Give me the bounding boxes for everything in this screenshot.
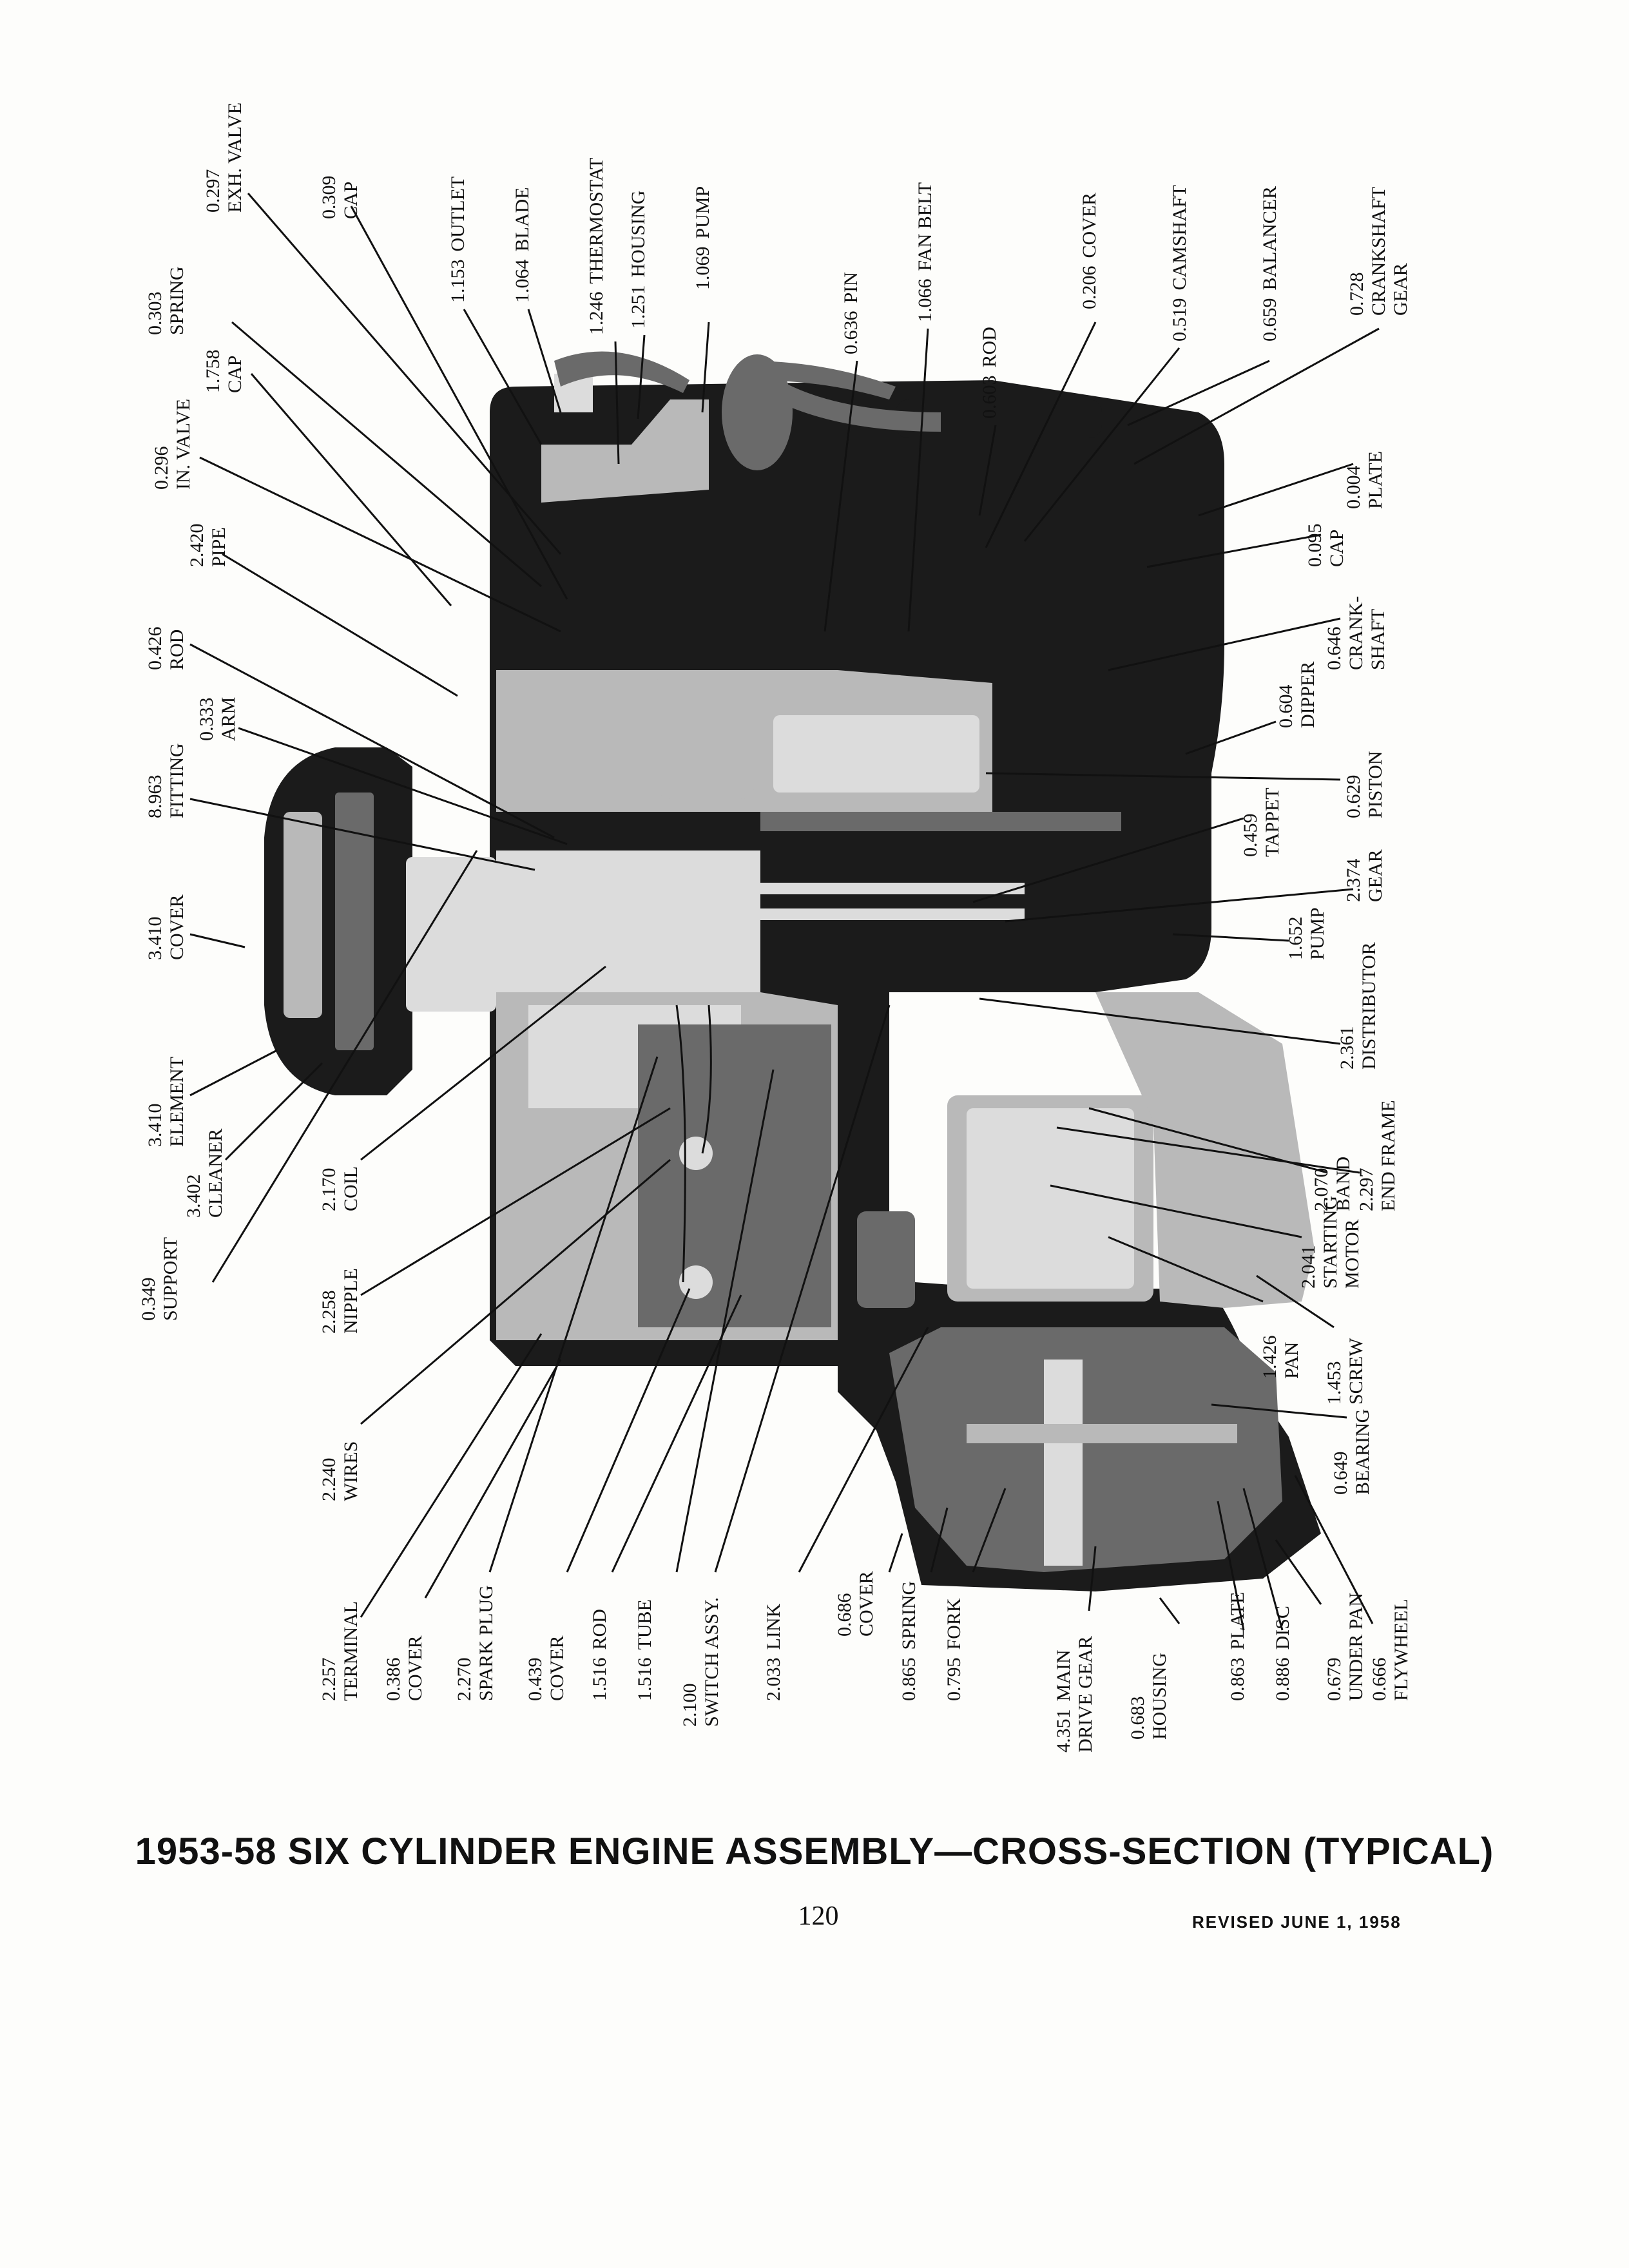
part-label-band: 2.070BAND [1311, 1157, 1354, 1211]
part-label-starting-motor: 2.041STARTINGMOTOR [1298, 1196, 1363, 1289]
part-label-bearing: 0.649BEARING [1330, 1409, 1373, 1495]
leader-lines [189, 193, 1380, 1631]
part-label-cover-206: 0.206COVER [1079, 193, 1100, 309]
part-label-piston: 0.629PISTON [1343, 751, 1386, 818]
part-label-housing-683: 0.683HOUSING [1127, 1653, 1170, 1740]
part-label-housing-1251: 1.251HOUSING [628, 191, 649, 329]
part-label-pan: 1.426PAN [1259, 1336, 1302, 1379]
part-label-plate-004: 0.004PLATE [1343, 451, 1386, 509]
part-label-wires: 2.240WIRES [318, 1441, 361, 1501]
part-label-flywheel: 0.666FLYWHEEL [1369, 1599, 1412, 1701]
part-label-rod-1516: 1.516ROD [589, 1609, 610, 1701]
part-label-in-valve: 0.296IN. VALVE [151, 399, 194, 490]
engine-illustration [264, 351, 1321, 1591]
part-label-element: 3.410ELEMENT [144, 1057, 188, 1147]
part-label-exh-valve: 0.297EXH. VALVE [202, 102, 246, 213]
part-label-terminal: 2.257TERMINAL [318, 1601, 361, 1701]
part-label-cap-1758: 1.758CAP [202, 350, 246, 394]
part-label-link: 2.033LINK [763, 1604, 784, 1701]
part-label-outlet: 1.153OUTLET [447, 177, 468, 303]
part-label-main-drive-gear: 4.351MAINDRIVE GEAR [1053, 1636, 1096, 1753]
part-label-under-pan: 0.679UNDER PAN [1324, 1593, 1367, 1701]
part-label-pipe: 2.420PIPE [186, 524, 229, 568]
figure-caption: 1953-58 SIX CYLINDER ENGINE ASSEMBLY—CRO… [135, 1831, 1494, 1872]
revision-date: REVISED JUNE 1, 1958 [1192, 1912, 1402, 1932]
part-label-fan-belt: 1.066FAN BELT [914, 182, 936, 322]
part-label-crankshaft-gear: 0.728CRANKSHAFTGEAR [1346, 187, 1411, 316]
part-label-nipple: 2.258NIPPLE [318, 1268, 361, 1334]
part-labels: 0.297EXH. VALVE 0.309CAP 0.303SPRING 1.7… [138, 102, 1412, 1753]
part-label-cover-686: 0.686COVER [834, 1571, 877, 1637]
part-label-pin: 0.636PIN [840, 272, 862, 354]
part-label-balancer: 0.659BALANCER [1259, 186, 1280, 341]
part-label-fitting: 8.963FITTING [144, 743, 188, 818]
part-label-screw: 1.453SCREW [1324, 1338, 1367, 1405]
part-label-thermostat: 1.246THERMOSTAT [586, 158, 607, 335]
part-label-spring-865: 0.865SPRING [898, 1581, 920, 1701]
part-label-tappet: 0.459TAPPET [1240, 787, 1283, 857]
part-label-arm: 0.333ARM [196, 697, 239, 741]
part-label-spring-303: 0.303SPRING [144, 266, 188, 335]
part-label-plate-863: 0.863PLATE [1227, 1592, 1248, 1702]
page-number: 120 [798, 1901, 839, 1931]
part-label-end-frame: 2.297END FRAME [1356, 1100, 1399, 1211]
part-label-crankshaft: 0.646CRANK-SHAFT [1324, 596, 1389, 670]
part-label-support: 0.349SUPPORT [138, 1237, 181, 1321]
part-label-cap-309: 0.309CAP [318, 176, 361, 220]
part-label-cover-439: 0.439COVER [525, 1635, 568, 1701]
part-label-switch-assy: 2.100SWITCH ASSY. [679, 1597, 722, 1727]
part-label-cover-3410: 3.410COVER [144, 894, 188, 960]
part-label-blade: 1.064BLADE [512, 187, 533, 303]
part-label-cover-386: 0.386COVER [383, 1635, 426, 1701]
part-label-coil: 2.170COIL [318, 1166, 361, 1211]
part-label-pump-1069: 1.069PUMP [692, 186, 713, 290]
part-label-distributor: 2.361DISTRIBUTOR [1336, 942, 1380, 1070]
part-label-dipper: 0.604DIPPER [1275, 662, 1318, 728]
part-label-camshaft: 0.519CAMSHAFT [1169, 185, 1190, 341]
part-label-disc: 0.886DISC [1272, 1606, 1293, 1701]
part-label-tube: 1.516TUBE [634, 1599, 655, 1701]
part-label-fork: 0.795FORK [943, 1598, 965, 1701]
part-label-rod-603: 0.603ROD [979, 327, 1000, 419]
part-label-rod-426: 0.426ROD [144, 627, 188, 671]
part-label-spark-plug: 2.270SPARK PLUG [454, 1585, 497, 1701]
part-label-cap-095: 0.095CAP [1304, 524, 1347, 568]
part-label-gear-2374: 2.374GEAR [1343, 849, 1386, 902]
part-label-pump-1652: 1.652PUMP [1285, 907, 1328, 960]
part-label-cleaner: 3.402CLEANER [183, 1129, 226, 1218]
